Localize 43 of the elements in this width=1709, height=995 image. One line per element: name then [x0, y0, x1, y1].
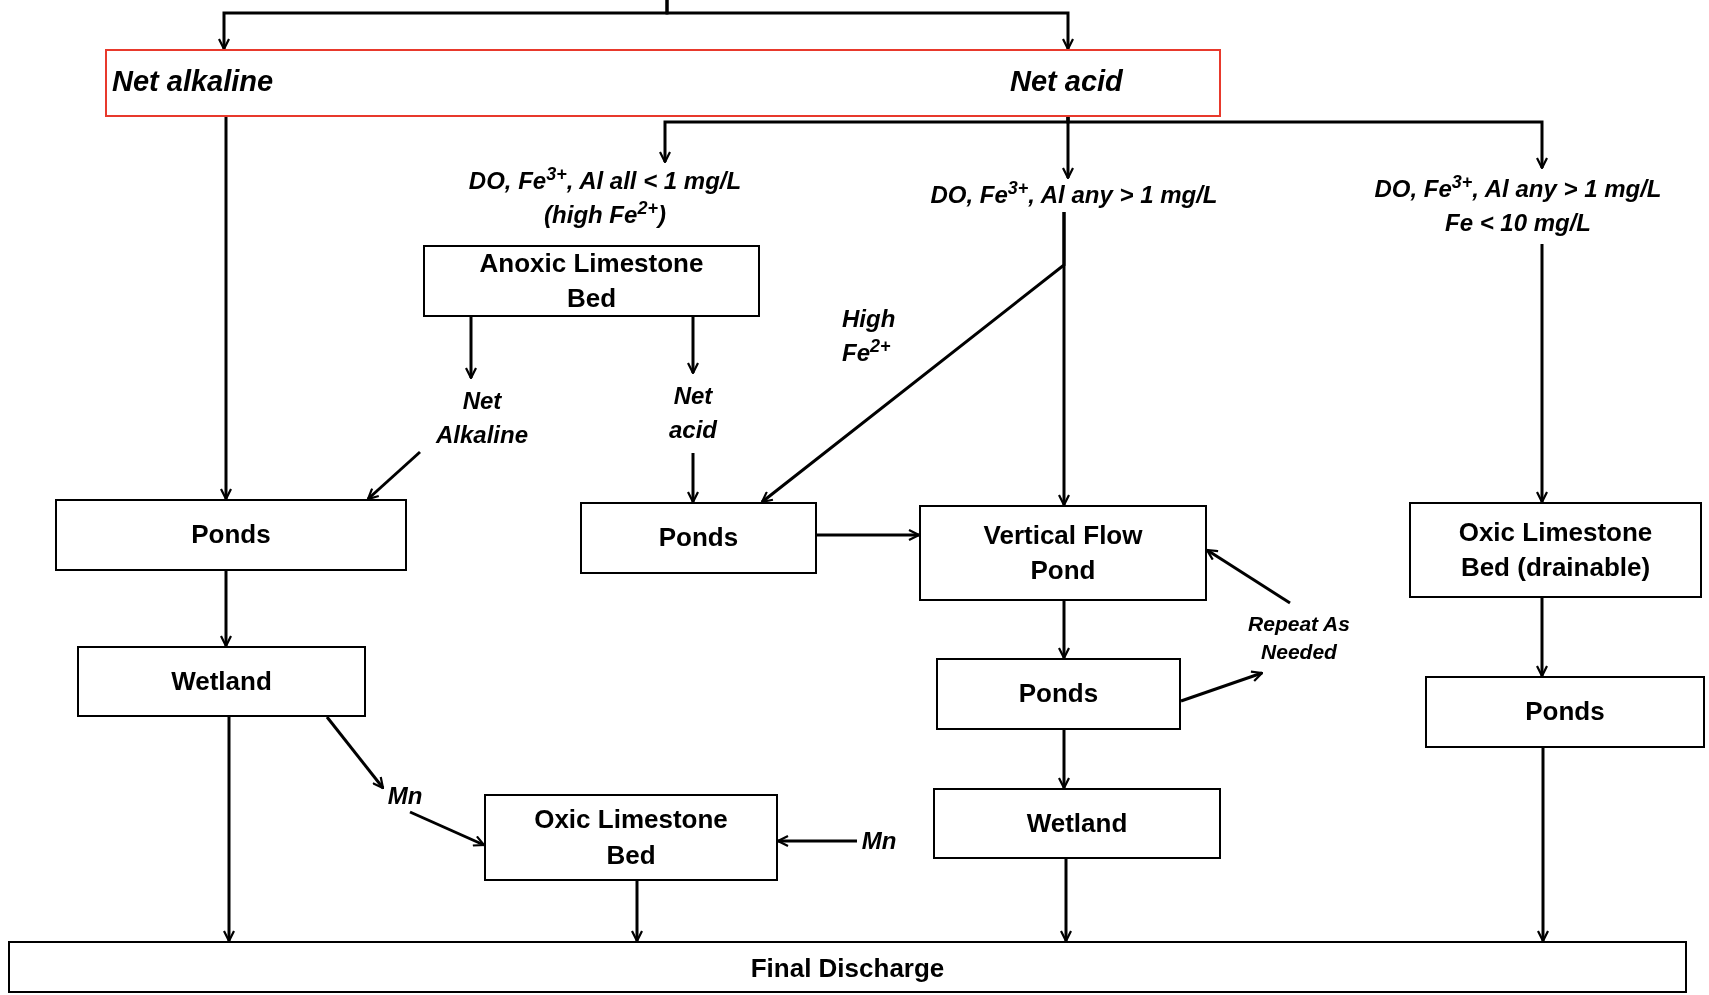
arrow [686, 317, 700, 375]
arrow [1535, 244, 1549, 504]
condition-text: Mn [857, 825, 901, 857]
arrow [222, 717, 236, 943]
arrow [817, 528, 921, 542]
arrow [1535, 598, 1549, 678]
process-box: Final Discharge [8, 941, 1687, 993]
process-box: Wetland [77, 646, 366, 717]
arrow [665, 0, 1075, 51]
arrow [1057, 730, 1071, 790]
arrow [1180, 670, 1264, 703]
condition-text: Net acid [1010, 49, 1160, 115]
process-box: Ponds [55, 499, 407, 571]
arrow [366, 450, 421, 501]
arrow [1536, 748, 1550, 943]
arrow [1057, 212, 1071, 507]
process-box: Vertical Flow Pond [919, 505, 1207, 601]
arrow [464, 317, 478, 380]
arrow [219, 571, 233, 648]
condition-text: Net alkaline [112, 49, 322, 115]
arrow [219, 115, 233, 501]
process-box: Ponds [580, 502, 817, 574]
arrow [1057, 601, 1071, 660]
condition-text: DO, Fe$^{3+}$, Al all < 1 mg/L (high Fe$^{2+}$) [455, 162, 755, 234]
arrow [1066, 115, 1549, 170]
condition-text: DO, Fe$^{3+}$, Al any > 1 mg/L Fe < 10 mg/L [1363, 168, 1673, 244]
arrow [325, 716, 385, 790]
arrow [630, 881, 644, 943]
process-box: Oxic Limestone Bed (drainable) [1409, 502, 1702, 598]
process-box: Oxic Limestone Bed [484, 794, 778, 881]
condition-text: Net acid [653, 373, 733, 453]
condition-text: Repeat As Needed [1234, 603, 1364, 673]
process-box: Ponds [1425, 676, 1705, 748]
process-box: Wetland [933, 788, 1221, 859]
outline-box [105, 49, 1221, 117]
condition-text: DO, Fe$^{3+}$, Al any > 1 mg/L [894, 178, 1254, 212]
process-box: Anoxic Limestone Bed [423, 245, 760, 317]
process-box: Ponds [936, 658, 1181, 730]
arrow [409, 810, 486, 847]
arrow [1059, 859, 1073, 943]
condition-text: Net Alkaline [420, 378, 544, 458]
arrow [686, 453, 700, 504]
condition-text: Mn [383, 780, 427, 812]
